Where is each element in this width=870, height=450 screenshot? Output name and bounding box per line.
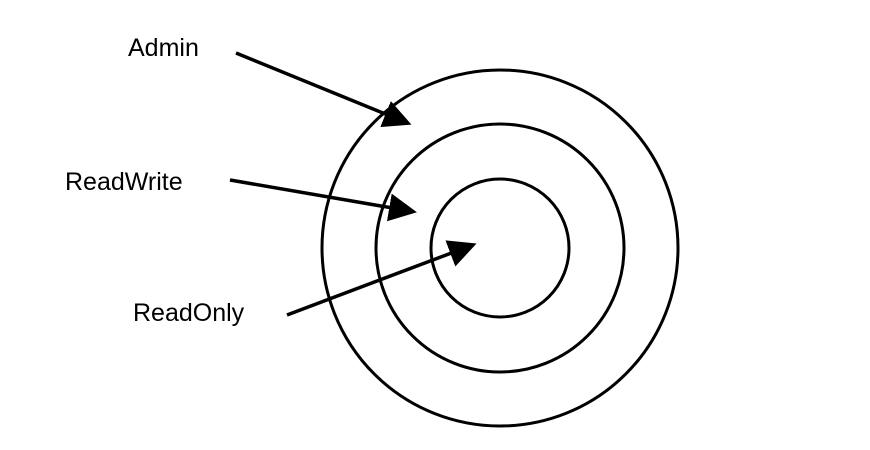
- arrow-readwrite: [229, 178, 417, 222]
- arrow-admin: [235, 51, 412, 128]
- label-readonly: ReadOnly: [133, 299, 245, 327]
- label-readwrite: ReadWrite: [65, 168, 183, 196]
- ring-admin: [320, 68, 680, 428]
- label-admin: Admin: [128, 34, 199, 62]
- arrow-readonly: [286, 240, 477, 317]
- ring-readonly: [429, 177, 571, 319]
- ring-readwrite: [374, 122, 626, 374]
